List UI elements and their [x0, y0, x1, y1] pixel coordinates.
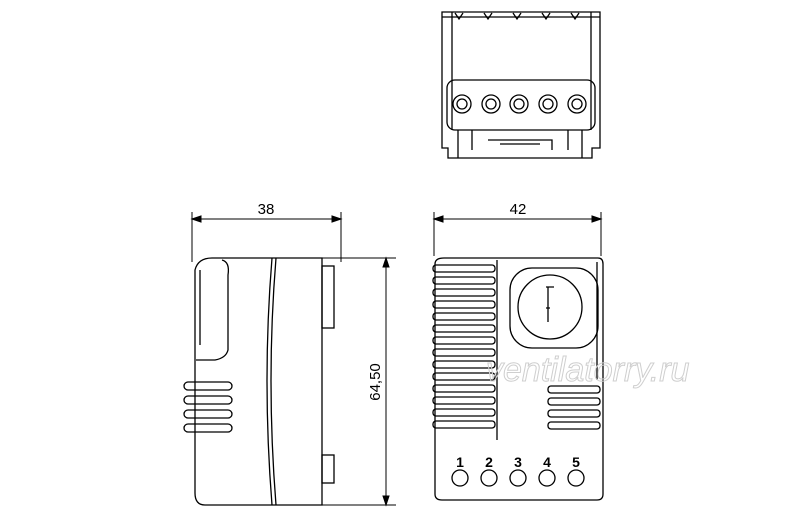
- top-view-body: [441, 11, 601, 159]
- front-view-vents-right: [547, 385, 601, 430]
- side-view: [183, 257, 335, 506]
- terminal-label-2: 2: [485, 454, 493, 470]
- side-view-split-line: [266, 257, 277, 506]
- dimension-height: [322, 256, 396, 507]
- dial-pointer: [546, 286, 554, 322]
- terminal-label-1: 1: [456, 454, 464, 470]
- terminal-label-3: 3: [514, 454, 522, 470]
- dimension-depth: [190, 212, 343, 262]
- dimension-width-label: 42: [510, 201, 527, 218]
- front-view-body: [434, 257, 604, 501]
- dimension-width: [432, 212, 603, 256]
- dimension-depth-label: 38: [258, 201, 275, 218]
- side-view-rail-clip-bottom: [321, 454, 335, 484]
- front-view: 1 2 3 4 5: [432, 257, 604, 501]
- side-view-rail-clip-top: [321, 265, 335, 329]
- terminal-holes: [451, 469, 585, 487]
- side-view-vents: [183, 381, 233, 433]
- top-view-slots: [454, 12, 580, 21]
- side-view-body: [194, 257, 323, 506]
- front-view-vents-left: [432, 264, 496, 429]
- top-view-screws: [452, 94, 587, 114]
- top-view-screw-panel: [446, 79, 596, 131]
- dimension-height-label: 64,50: [367, 363, 384, 401]
- dial-knob: [517, 274, 583, 340]
- top-view-clip: [457, 130, 583, 158]
- terminal-label-4: 4: [543, 454, 551, 470]
- watermark: ventilatorry.ru: [486, 351, 690, 389]
- side-view-front-cover: [196, 259, 230, 361]
- top-view: [441, 11, 601, 159]
- dial-housing: [509, 267, 599, 349]
- terminal-label-5: 5: [572, 454, 580, 470]
